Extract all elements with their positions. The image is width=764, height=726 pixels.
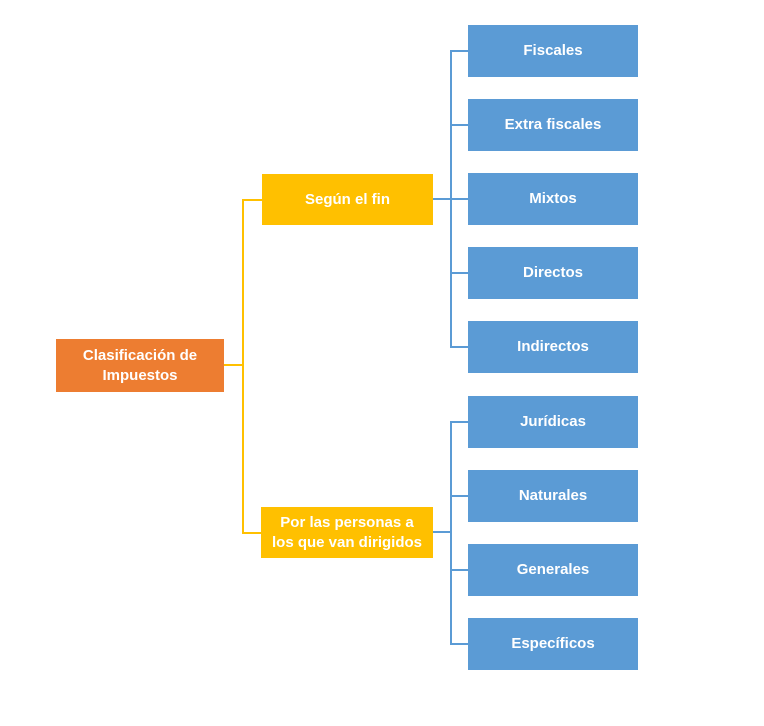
root-connector-vertical bbox=[242, 199, 244, 534]
branch1-leaf-connector-vertical bbox=[450, 50, 452, 348]
leaf-generales-stub bbox=[452, 569, 468, 571]
leaf-especificos-stub bbox=[452, 643, 468, 645]
leaf-juridicas-stub bbox=[452, 421, 468, 423]
leaf-node-directos: Directos bbox=[468, 247, 638, 299]
leaf-node-generales: Generales bbox=[468, 544, 638, 596]
leaf-node-extra-fiscales: Extra fiscales bbox=[468, 99, 638, 151]
root-node-clasificacion-de-impuestos: Clasificación de Impuestos bbox=[56, 339, 224, 392]
leaf-node-especificos: Específicos bbox=[468, 618, 638, 670]
branch2-leaf-connector-vertical bbox=[450, 421, 452, 645]
leaf-directos-stub bbox=[452, 272, 468, 274]
leaf-fiscales-stub bbox=[452, 50, 468, 52]
branch-node-segun-el-fin: Según el fin bbox=[262, 174, 433, 225]
root-connector-horizontal bbox=[224, 364, 243, 366]
branch2-leaf-connector-horizontal bbox=[433, 531, 452, 533]
branch-node-por-las-personas: Por las personas a los que van dirigidos bbox=[261, 507, 433, 558]
leaf-node-juridicas: Jurídicas bbox=[468, 396, 638, 448]
leaf-extra-fiscales-stub bbox=[452, 124, 468, 126]
leaf-node-fiscales: Fiscales bbox=[468, 25, 638, 77]
leaf-node-mixtos: Mixtos bbox=[468, 173, 638, 225]
leaf-naturales-stub bbox=[452, 495, 468, 497]
leaf-node-indirectos: Indirectos bbox=[468, 321, 638, 373]
leaf-node-naturales: Naturales bbox=[468, 470, 638, 522]
leaf-indirectos-stub bbox=[452, 346, 468, 348]
branch1-connector-stub bbox=[244, 199, 262, 201]
branch2-connector-stub bbox=[244, 532, 261, 534]
